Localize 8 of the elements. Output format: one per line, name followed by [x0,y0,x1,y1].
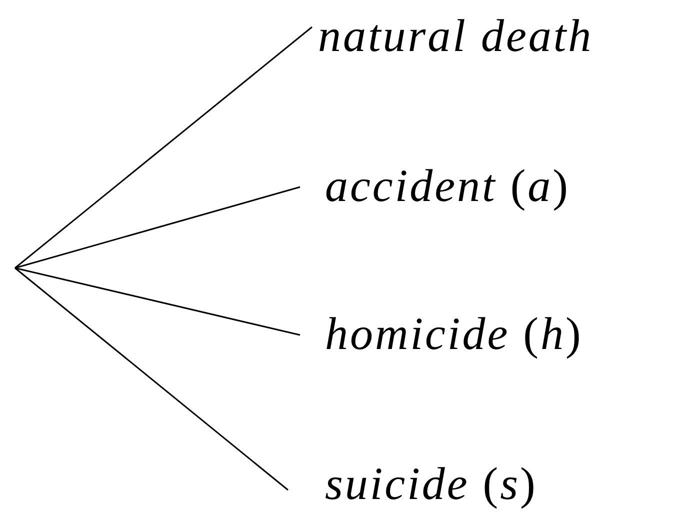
outcome-label: natural death [318,10,594,62]
branch-line [14,186,300,269]
outcome-label: homicide (h) [325,308,583,360]
branch-line [14,267,300,336]
outcome-label: accident (a) [325,160,570,212]
outcome-label: suicide (s) [325,458,538,510]
branch-line [14,26,312,269]
branch-line [14,267,288,491]
